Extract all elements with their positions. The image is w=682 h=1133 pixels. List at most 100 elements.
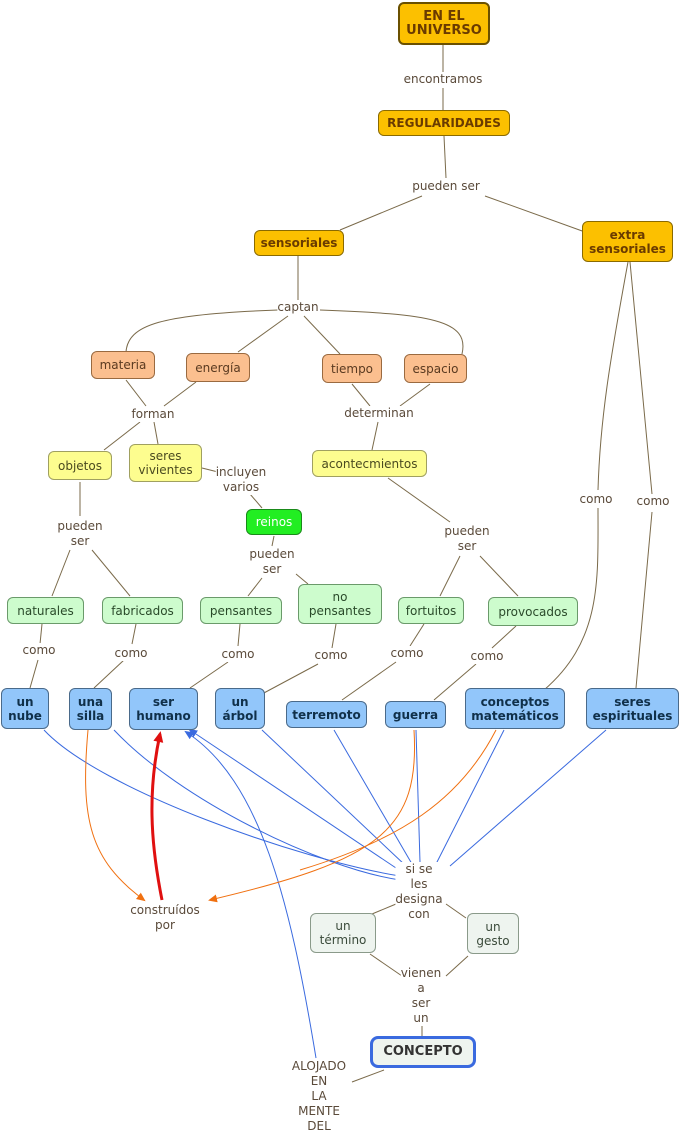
link-espirituales-sise — [449, 729, 607, 867]
label-captan: captan — [277, 300, 319, 315]
node-no-pensantes[interactable]: no pensantes — [298, 584, 382, 624]
link-captan-espacio — [319, 309, 464, 355]
label-encontramos: encontramos — [403, 72, 483, 87]
link-como-terremoto — [341, 661, 397, 701]
label-determinan: determinan — [344, 406, 414, 421]
link-puedenser-naturales — [51, 549, 71, 597]
node-guerra[interactable]: guerra — [385, 701, 446, 728]
node-extrasensoriales[interactable]: extra sensoriales — [582, 221, 673, 262]
link-nube-sise — [43, 729, 401, 877]
link-nopensantes-como — [331, 623, 337, 649]
node-conceptos-matematicos[interactable]: conceptos matemáticos — [465, 688, 565, 729]
node-reinos[interactable]: reinos — [246, 509, 302, 535]
link-como-guerra — [433, 663, 477, 701]
node-un-gesto[interactable]: un gesto — [467, 913, 519, 954]
link-puedenser-fortuitos — [439, 555, 461, 597]
link-guerra-construidos — [208, 729, 416, 903]
link-como1-conceptos — [543, 507, 599, 691]
link-conceptos-construidos — [299, 729, 497, 871]
link-concepto-alojado — [351, 1069, 385, 1083]
label-pueden-ser-main: pueden ser — [412, 179, 480, 194]
label-forman: forman — [131, 407, 175, 422]
link-fortuitos-como — [409, 623, 425, 647]
node-tiempo[interactable]: tiempo — [322, 354, 382, 383]
label-vienen-a-ser-un: vienen a ser un — [400, 966, 442, 1026]
link-puedenser-nopensantes — [295, 573, 309, 585]
link-como2-espirituales — [635, 511, 653, 689]
node-un-termino[interactable]: un término — [310, 913, 376, 953]
link-extra-como1 — [597, 261, 629, 491]
node-fabricados[interactable]: fabricados — [102, 597, 183, 624]
link-determinan-acont — [371, 421, 379, 451]
link-acont-puedenser — [387, 477, 451, 523]
node-espacio[interactable]: espacio — [404, 354, 467, 383]
link-regularidades-puedenser — [443, 135, 447, 179]
node-energia[interactable]: energía — [186, 353, 250, 382]
label-pueden-ser-acont: pueden ser — [444, 524, 490, 554]
node-concepto[interactable]: CONCEPTO — [370, 1036, 476, 1068]
link-como-arbol — [261, 663, 319, 695]
label-alojado: ALOJADO EN LA MENTE DEL — [291, 1059, 347, 1133]
link-forman-seres — [153, 421, 159, 445]
label-como-fabricados: como — [114, 646, 148, 661]
node-regularidades[interactable]: REGULARIDADES — [378, 110, 510, 136]
label-pueden-ser-objetos: pueden ser — [57, 519, 103, 549]
node-pensantes[interactable]: pensantes — [200, 597, 282, 624]
link-sise-gesto — [445, 903, 467, 919]
node-acontecimientos[interactable]: acontecmientos — [312, 450, 427, 477]
node-un-arbol[interactable]: un árbol — [215, 688, 265, 729]
link-incluyen-reinos — [249, 493, 263, 509]
node-ser-humano[interactable]: ser humano — [129, 688, 198, 730]
link-como-silla — [93, 659, 125, 689]
link-terremoto-sise — [333, 729, 413, 865]
link-como-nube — [29, 659, 39, 689]
link-conceptos-sise — [435, 729, 505, 865]
label-como-pensantes: como — [221, 647, 255, 662]
label-como-naturales: como — [22, 643, 56, 658]
link-sise-serhumano — [188, 728, 403, 873]
link-silla-construidos — [85, 729, 146, 902]
link-gesto-vienen — [445, 955, 469, 977]
link-termino-vienen — [369, 953, 403, 977]
link-reinos-puedenser — [271, 535, 275, 547]
link-pensantes-como — [237, 623, 241, 647]
node-un-nube[interactable]: un nube — [1, 688, 49, 729]
link-como-ser — [189, 661, 229, 689]
link-puedenser-extra — [484, 195, 586, 233]
label-incluyen-varios: incluyen varios — [215, 465, 267, 495]
node-seres-espirituales[interactable]: seres espirituales — [586, 688, 679, 729]
node-provocados[interactable]: provocados — [488, 597, 578, 626]
link-naturales-como — [39, 623, 43, 645]
label-como-no-pensantes: como — [314, 648, 348, 663]
node-naturales[interactable]: naturales — [7, 597, 84, 624]
node-objetos[interactable]: objetos — [48, 451, 112, 480]
link-provocados-como — [491, 625, 517, 649]
label-si-se-les-designa-con: si se les designa con — [395, 862, 443, 922]
link-puedenser-fabricados — [91, 549, 131, 597]
link-sise-termino — [371, 903, 397, 915]
link-forman-objetos — [103, 421, 141, 451]
node-seres-vivientes[interactable]: seres vivientes — [129, 444, 202, 482]
link-silla-sise — [113, 729, 401, 881]
link-puedenser-pensantes — [247, 577, 263, 597]
label-construidos-por: construídos por — [130, 903, 200, 933]
link-materia-forman — [125, 379, 147, 407]
link-alojado-serhumano — [184, 730, 317, 1059]
link-captan-materia — [125, 309, 279, 353]
node-terremoto[interactable]: terremoto — [286, 701, 367, 728]
link-captan-energia — [237, 315, 289, 353]
node-materia[interactable]: materia — [91, 351, 155, 379]
label-como-provocados: como — [470, 649, 504, 664]
node-universo[interactable]: EN EL UNIVERSO — [398, 2, 490, 45]
link-guerra-sise — [415, 729, 421, 863]
node-fortuitos[interactable]: fortuitos — [398, 597, 464, 624]
label-pueden-ser-reinos: pueden ser — [249, 547, 295, 577]
link-espacio-determinan — [399, 383, 431, 407]
link-puedenser-provocados — [479, 555, 519, 597]
node-una-silla[interactable]: una silla — [69, 688, 112, 730]
link-construidos-serhumano — [150, 731, 164, 901]
node-sensoriales[interactable]: sensoriales — [254, 230, 344, 256]
link-seres-incluyen — [201, 467, 219, 473]
